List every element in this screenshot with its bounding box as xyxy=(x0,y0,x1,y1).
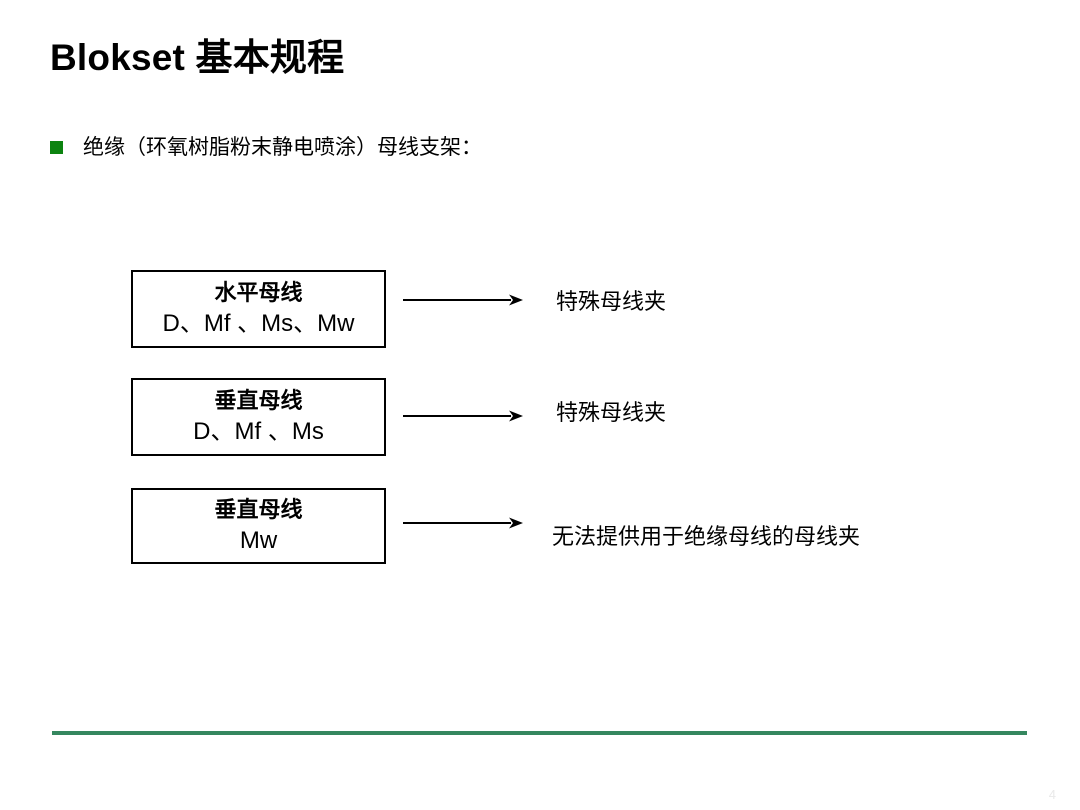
page-title: Blokset 基本规程 xyxy=(50,37,345,78)
arrow-right-icon xyxy=(403,409,523,423)
page-number: 4 xyxy=(1048,787,1056,802)
flow-label-special-clamp-2: 特殊母线夹 xyxy=(556,401,667,426)
arrow-right-icon xyxy=(403,293,523,307)
flow-box-title: 垂直母线 xyxy=(214,497,303,523)
flow-box-subtitle: D、Mf 、Ms xyxy=(193,418,324,445)
flow-box-subtitle: Mw xyxy=(239,527,278,554)
bullet-item: 绝缘（环氧树脂粉末静电喷涂）母线支架： xyxy=(50,133,482,161)
arrow-right-icon xyxy=(403,516,523,530)
flow-label-no-clamp-available: 无法提供用于绝缘母线的母线夹 xyxy=(552,525,861,550)
square-bullet-icon xyxy=(50,140,63,154)
flow-box-title: 水平母线 xyxy=(214,280,303,306)
flow-box-vertical-busbar-mw: 垂直母线 Mw xyxy=(131,488,386,564)
flow-box-subtitle: D、Mf 、Ms、Mw xyxy=(162,310,355,337)
flow-box-horizontal-busbar: 水平母线 D、Mf 、Ms、Mw xyxy=(131,270,386,348)
footer-divider xyxy=(52,731,1027,735)
bullet-item-label: 绝缘（环氧树脂粉末静电喷涂）母线支架： xyxy=(83,135,482,159)
flow-box-vertical-busbar-dmfms: 垂直母线 D、Mf 、Ms xyxy=(131,378,386,456)
flow-box-title: 垂直母线 xyxy=(214,388,303,414)
flow-label-special-clamp-1: 特殊母线夹 xyxy=(556,290,667,315)
